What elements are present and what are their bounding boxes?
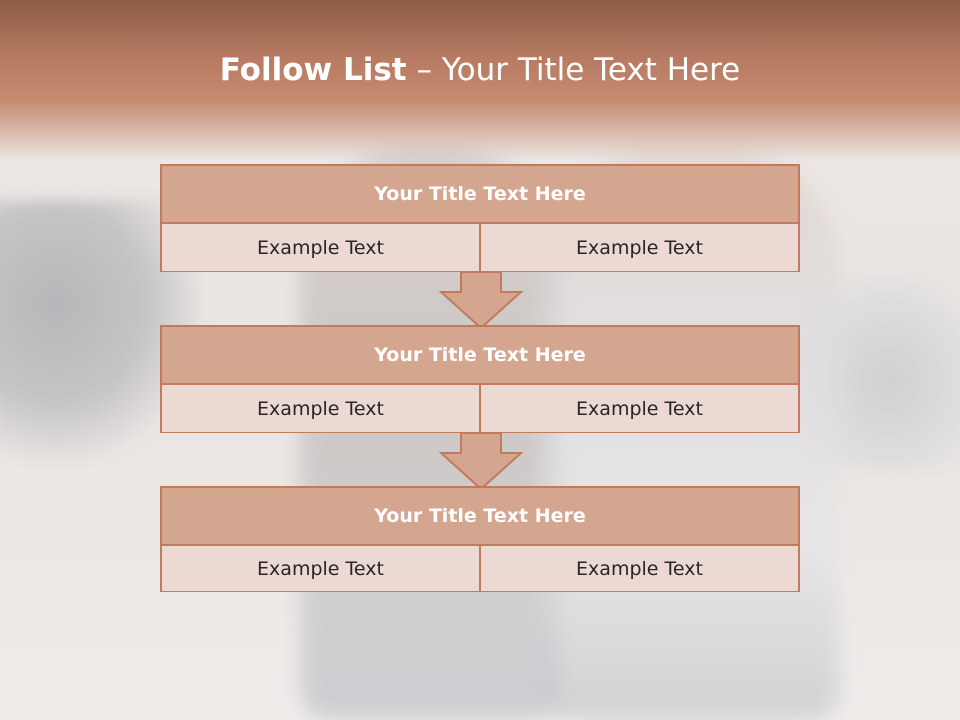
block-cell-left: Example Text (257, 557, 384, 580)
block-cell-right: Example Text (479, 385, 798, 432)
block-row: Example Text Example Text (162, 224, 798, 271)
slide-title-bold: Follow List (219, 52, 407, 88)
title-band (0, 0, 960, 160)
block-cell-left: Example Text (257, 236, 384, 259)
slide-title: Follow List – Your Title Text Here (0, 52, 960, 88)
list-block-2: Your Title Text Here Example Text Exampl… (160, 325, 800, 433)
block-cell-left: Example Text (257, 397, 384, 420)
list-block-3: Your Title Text Here Example Text Exampl… (160, 486, 800, 592)
down-arrow-icon (439, 271, 523, 329)
block-heading: Your Title Text Here (162, 488, 798, 546)
block-heading: Your Title Text Here (162, 166, 798, 224)
list-block-1: Your Title Text Here Example Text Exampl… (160, 164, 800, 272)
block-row: Example Text Example Text (162, 546, 798, 591)
down-arrow-icon (439, 432, 523, 490)
block-heading: Your Title Text Here (162, 327, 798, 385)
block-row: Example Text Example Text (162, 385, 798, 432)
block-cell-right: Example Text (479, 224, 798, 271)
block-cell-right: Example Text (479, 546, 798, 591)
slide-title-rest: – Your Title Text Here (406, 52, 741, 88)
